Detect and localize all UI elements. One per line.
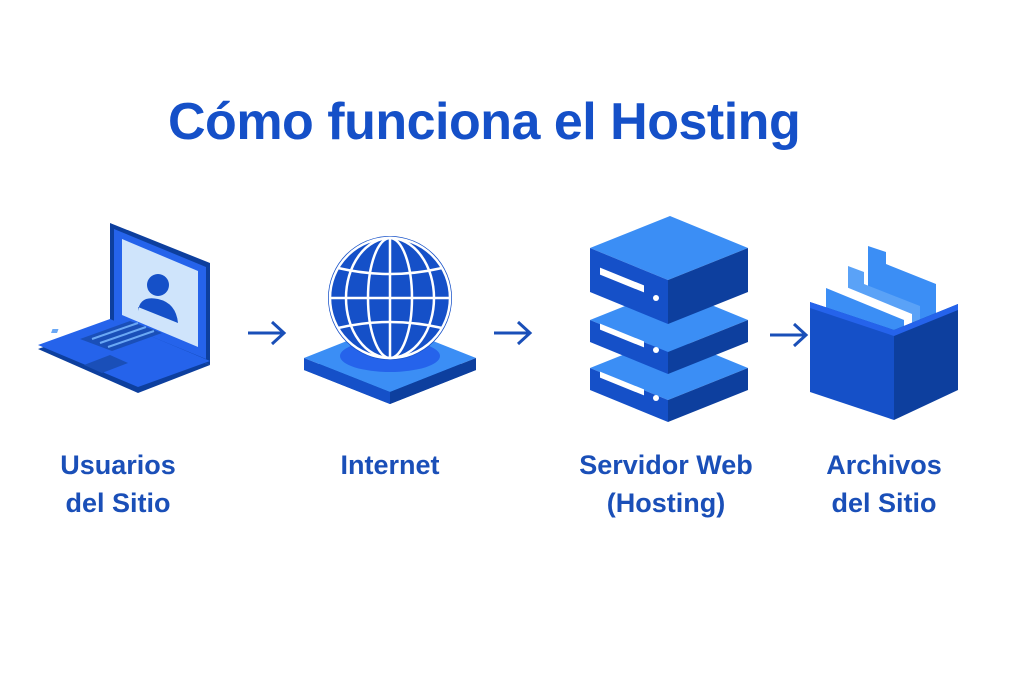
step-label-servidor: Servidor Web (Hosting) [556,446,776,522]
step-label-line2: del Sitio [831,488,937,518]
arrow-right-icon [494,320,533,346]
step-label-line1: Archivos [826,450,942,480]
folder-box-icon [810,246,958,420]
globe-icon [304,236,476,404]
step-label-line1: Internet [340,450,440,480]
step-label-line1: Usuarios [60,450,176,480]
laptop-user-icon [38,223,210,393]
step-label-line2: del Sitio [65,488,171,518]
diagram-title: Cómo funciona el Hosting [168,93,801,151]
step-label-usuarios: Usuarios del Sitio [30,446,206,522]
arrow-right-icon [770,322,809,348]
arrow-right-icon [248,320,287,346]
step-label-archivos: Archivos del Sitio [794,446,974,522]
step-label-internet: Internet [300,446,480,484]
step-label-line1: Servidor Web [579,450,753,480]
server-stack-icon [590,216,748,422]
step-label-line2: (Hosting) [606,488,726,518]
